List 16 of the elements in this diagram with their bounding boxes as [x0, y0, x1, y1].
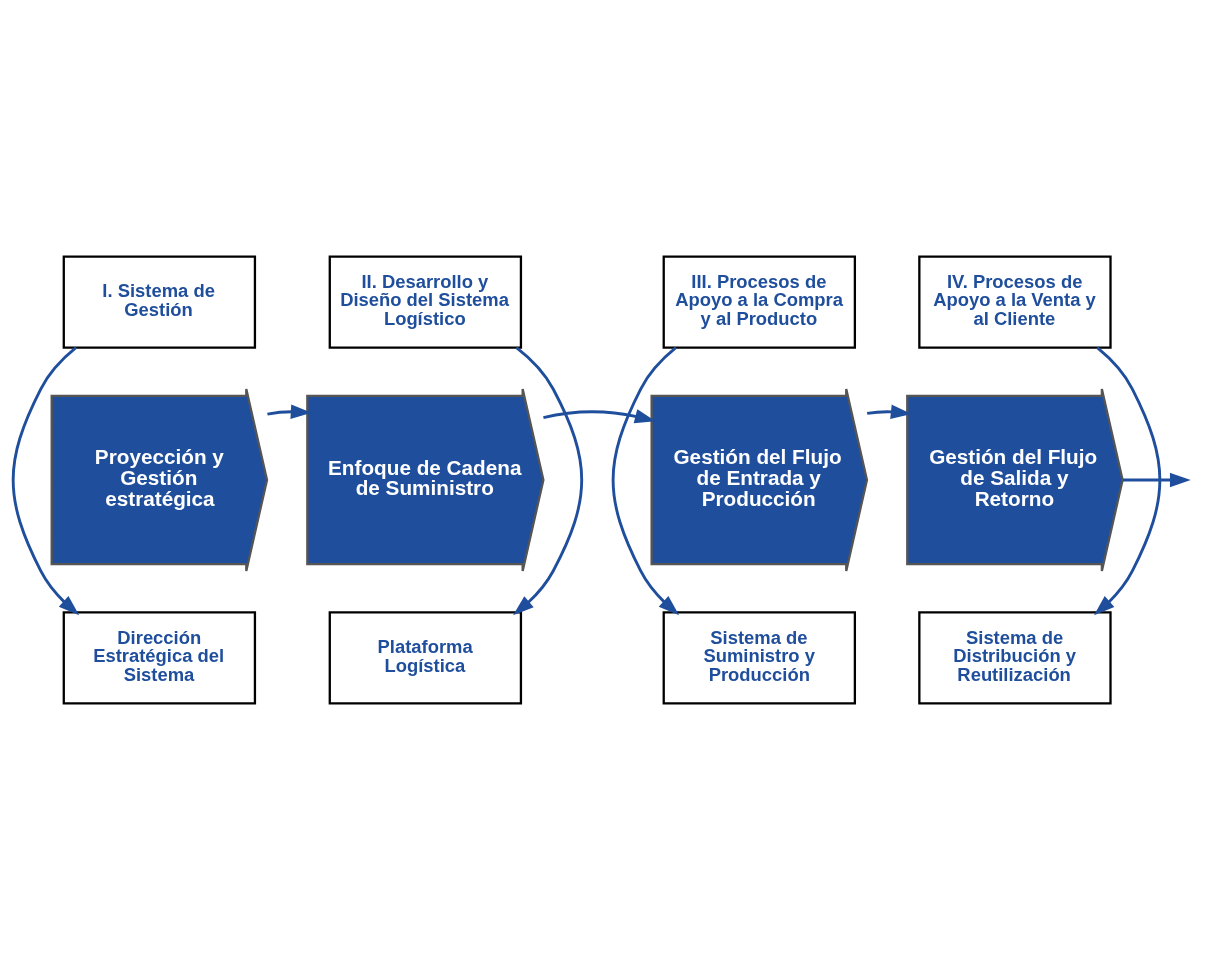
- node-box: IV. Procesos de Apoyo a la Venta y al Cliente: [918, 255, 1112, 349]
- arrow: [11, 346, 80, 616]
- arrow: [267, 404, 312, 419]
- arrow: [1094, 346, 1162, 616]
- node-box: Dirección Estratégica del Sistema: [62, 611, 257, 705]
- node-box: II. Desarrollo y Diseño del Sistema Logístico: [328, 255, 523, 349]
- node-box: Sistema de Suministro y Producción: [662, 611, 856, 705]
- node-box: Sistema de Distribución y Reutilización: [918, 611, 1112, 705]
- arrow: [1122, 472, 1191, 488]
- arrow: [866, 404, 912, 419]
- node-box: III. Procesos de Apoyo a la Compra y al Producto: [662, 255, 856, 349]
- arrow: [611, 346, 680, 616]
- node-box: I. Sistema de Gestión: [62, 255, 257, 349]
- arrow: [513, 346, 584, 616]
- node-box: Plataforma Logística: [328, 611, 523, 705]
- arrow: [543, 409, 656, 424]
